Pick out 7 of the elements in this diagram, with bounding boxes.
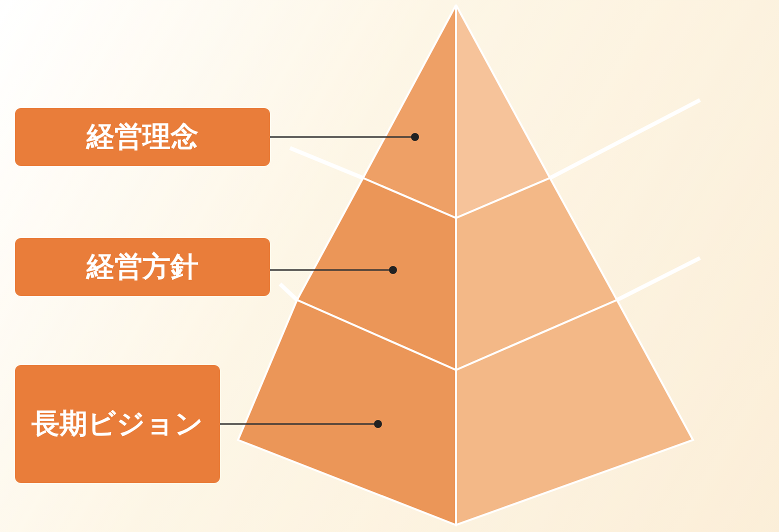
pyramid-tier bbox=[236, 298, 694, 526]
leader-line bbox=[220, 420, 382, 428]
leader-line bbox=[270, 266, 397, 274]
tier-label: 経営理念 bbox=[15, 108, 270, 166]
leader-line bbox=[270, 133, 419, 141]
tier-label: 長期ビジョン bbox=[15, 365, 220, 483]
tier-label: 経営方針 bbox=[15, 238, 270, 296]
